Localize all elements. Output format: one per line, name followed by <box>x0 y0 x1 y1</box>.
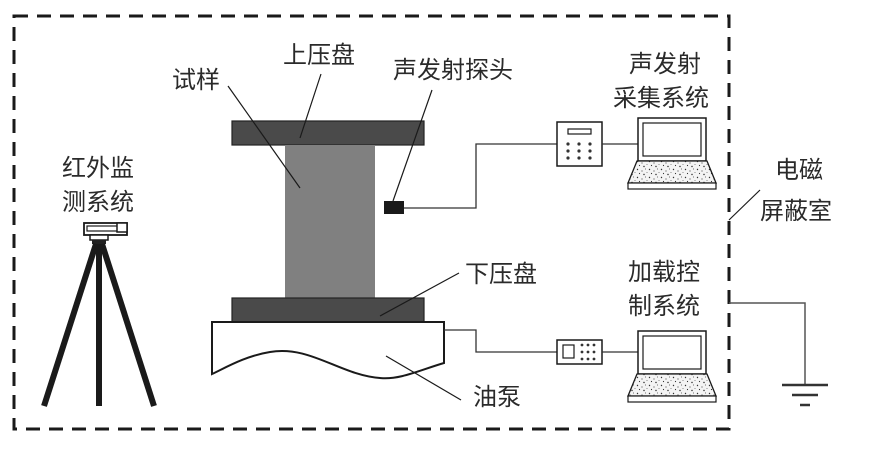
shield-label-line1: 电磁 <box>775 156 823 184</box>
ae-cable <box>404 143 557 209</box>
shielded-room-border <box>12 14 731 431</box>
ae-system-label-line2: 采集系统 <box>613 84 709 112</box>
shield-leader-line <box>728 189 761 221</box>
specimen-leader <box>227 85 301 189</box>
ground-icon <box>729 302 828 407</box>
oil-pump-leader <box>385 355 462 401</box>
ae-probe <box>384 201 404 214</box>
loading-system-label-line2: 制系统 <box>628 292 700 320</box>
oil-pump-label: 油泵 <box>473 383 521 411</box>
ae-laptop-icon <box>627 117 717 190</box>
ae-probe-label: 声发射探头 <box>393 56 513 84</box>
loading-cable <box>444 329 557 353</box>
infrared-camera-icon <box>83 222 128 241</box>
lower-plate-leader <box>379 272 460 317</box>
specimen <box>285 145 375 298</box>
ae-probe-leader <box>392 89 433 202</box>
oil-pump <box>211 321 445 380</box>
specimen-label: 试样 <box>172 66 220 94</box>
upper-plate-label: 上压盘 <box>283 41 355 69</box>
tripod-icon <box>41 240 157 407</box>
loading-laptop-icon <box>627 330 717 403</box>
loading-system-label-line1: 加载控 <box>628 258 700 286</box>
ae-acquisition-device-icon <box>556 121 603 167</box>
upper-plate-leader <box>299 73 322 139</box>
lower-plate <box>231 297 425 323</box>
lower-plate-label: 下压盘 <box>465 260 537 288</box>
ae-system-label-line1: 声发射 <box>629 50 701 78</box>
loading-controller-icon <box>556 339 603 365</box>
infrared-label-line1: 红外监 <box>62 154 134 182</box>
infrared-label-line2: 测系统 <box>62 188 134 216</box>
shield-label-line2: 屏蔽室 <box>760 197 832 225</box>
